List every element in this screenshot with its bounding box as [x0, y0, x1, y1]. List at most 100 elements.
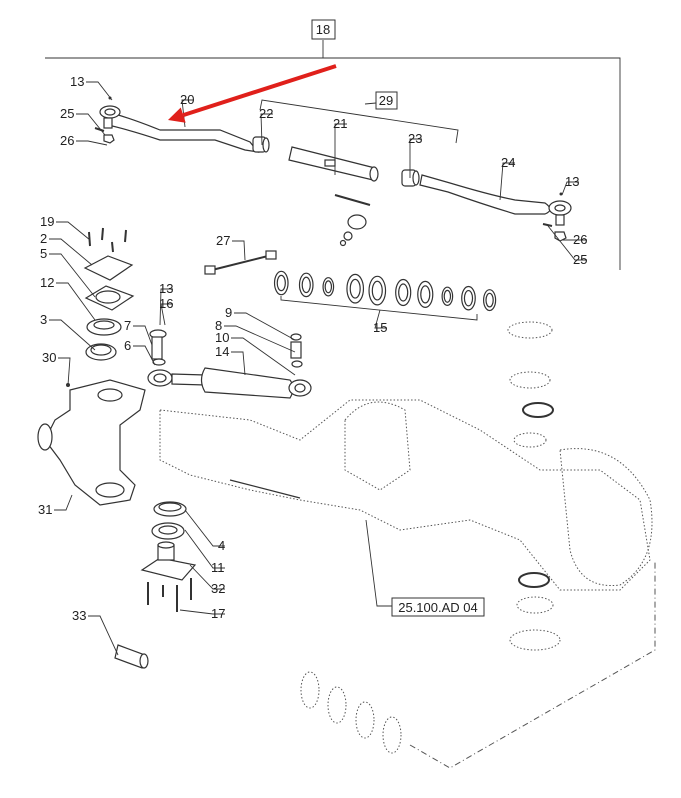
leader-line — [159, 288, 173, 326]
callout-9: 9 — [225, 305, 296, 341]
sleeve-23 — [401, 169, 420, 187]
seal-ring — [398, 283, 409, 302]
seal-ring — [301, 276, 311, 294]
callout-label: 9 — [225, 305, 232, 320]
callout-label: 33 — [72, 608, 86, 623]
callout-label: 26 — [573, 232, 587, 247]
callout-label: 15 — [373, 320, 387, 335]
leader-line — [133, 345, 156, 366]
callout-26: 26 — [562, 232, 587, 247]
callout-label: 25 — [60, 106, 74, 121]
assembly-18-label: 18 — [316, 22, 330, 37]
callout-label: 8 — [215, 318, 222, 333]
callout-15: 15 — [373, 309, 387, 335]
seal-ring — [485, 292, 494, 308]
leader-line — [374, 309, 387, 329]
callout-32: 32 — [189, 564, 225, 596]
callout-26: 26 — [60, 133, 108, 148]
seal-ring — [420, 285, 431, 304]
callout-25: 25 — [60, 106, 106, 136]
callout-label: 13 — [159, 281, 173, 296]
seal-ring — [371, 280, 383, 301]
callout-label: 25 — [573, 252, 587, 267]
seal-ring — [463, 289, 474, 307]
callout-label: 32 — [211, 581, 225, 596]
callout-layer: 1320252622212324132625192512327131698710… — [38, 74, 587, 656]
callout-label: 7 — [124, 318, 131, 333]
callout-label: 12 — [40, 275, 54, 290]
callout-label: 23 — [408, 131, 422, 146]
leader-line — [231, 337, 296, 376]
callout-11: 11 — [184, 529, 225, 575]
tube-21 — [288, 146, 379, 182]
kingpin-top-stack — [83, 227, 135, 361]
leader-line — [184, 529, 225, 569]
tie-rod-left — [94, 96, 260, 153]
callout-8: 8 — [215, 318, 296, 353]
callout-10: 10 — [215, 330, 296, 376]
leader-line — [499, 162, 515, 201]
pin-33 — [114, 644, 149, 669]
tie-rod-right — [419, 174, 572, 242]
callout-label: 10 — [215, 330, 229, 345]
callout-label: 3 — [40, 312, 47, 327]
arrow-shaft — [182, 64, 337, 118]
callout-label: 22 — [259, 106, 273, 121]
callout-30: 30 — [42, 350, 71, 386]
callout-33: 33 — [72, 608, 119, 656]
callout-label: 6 — [124, 338, 131, 353]
callout-label: 16 — [159, 296, 173, 311]
assembly-29-label: 29 — [379, 93, 393, 108]
callout-label: 13 — [565, 174, 579, 189]
seal-ring — [276, 274, 286, 292]
callout-5: 5 — [40, 246, 96, 298]
callout-label: 31 — [38, 502, 52, 517]
leader-line — [88, 615, 119, 656]
callout-label: 2 — [40, 231, 47, 246]
callout-label: 11 — [211, 560, 225, 575]
callout-6: 6 — [124, 338, 156, 366]
callout-2: 2 — [40, 231, 93, 266]
callout-label: 4 — [218, 538, 225, 553]
callout-label: 24 — [501, 155, 515, 170]
kingpin-bottom-stack — [140, 501, 197, 612]
leader-line — [184, 509, 225, 547]
seal-ring — [349, 278, 361, 299]
callout-25: 25 — [547, 225, 587, 267]
leader-line — [56, 282, 96, 321]
leader-line — [58, 357, 71, 386]
arrow-head — [168, 107, 186, 123]
leader-line — [76, 113, 106, 136]
highlight-arrow — [168, 64, 337, 123]
pin-7 — [149, 329, 167, 366]
callout-label: 5 — [40, 246, 47, 261]
leader-line — [86, 81, 113, 101]
assembly-29-bracket: 29 — [259, 91, 459, 144]
leader-line — [260, 113, 273, 146]
callout-24: 24 — [499, 155, 515, 201]
sleeve-22 — [252, 136, 270, 153]
steering-cylinder-14 — [147, 333, 312, 399]
callout-label: 27 — [216, 233, 230, 248]
callout-13: 13 — [561, 174, 579, 196]
seal-ring — [324, 280, 333, 294]
assembly-18-bracket: 18 — [45, 19, 621, 270]
leader-line — [160, 303, 173, 326]
leader-line — [334, 123, 347, 175]
callout-label: 21 — [333, 116, 347, 131]
leader-line — [133, 325, 153, 346]
callout-label: 17 — [211, 606, 225, 621]
sensor-27 — [204, 250, 277, 275]
leader-line — [232, 240, 246, 261]
callout-3: 3 — [40, 312, 96, 351]
axle-housing-reference — [159, 321, 656, 769]
callout-label: 20 — [180, 92, 194, 107]
reference-25100-box: 25.100.AD 04 — [365, 519, 485, 617]
callout-4: 4 — [184, 509, 225, 553]
leader-line — [49, 238, 93, 266]
callout-21: 21 — [333, 116, 347, 175]
callout-label: 13 — [70, 74, 84, 89]
callout-13: 13 — [70, 74, 113, 101]
callout-label: 19 — [40, 214, 54, 229]
